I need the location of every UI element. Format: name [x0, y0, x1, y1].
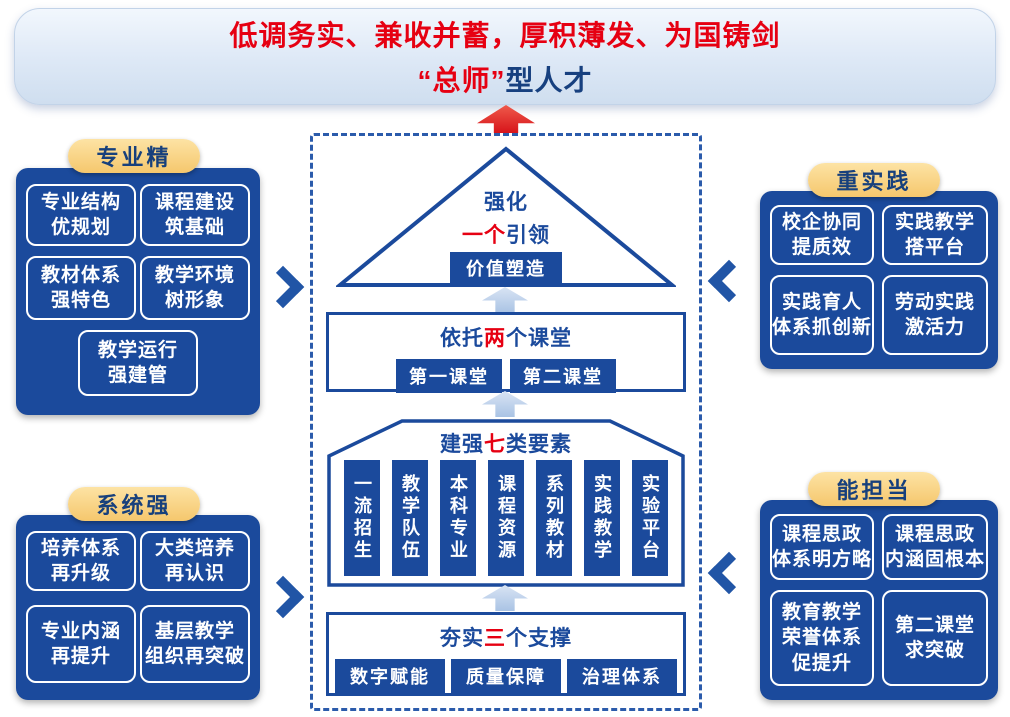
panel-item: 课程建设 筑基础: [140, 184, 250, 246]
group-label-xitongqiang: 系统强: [68, 487, 200, 521]
two-classrooms-title-pre: 依托: [440, 327, 484, 350]
group-label-nengdandang: 能担当: [808, 472, 940, 506]
two-classrooms-title-red: 两: [484, 327, 506, 350]
pyramid-subtitle: 一个引领: [462, 219, 550, 249]
panel-item: 校企协同 提质效: [770, 205, 874, 265]
chevron-right-icon: [261, 575, 305, 619]
panel-item: 实践育人 体系抓创新: [770, 275, 874, 355]
pyramid-shape: [334, 146, 678, 287]
panel-item: 课程思政 体系明方略: [770, 514, 874, 580]
panel-item: 课程思政 内涵固根本: [882, 514, 988, 580]
classroom-row: 第一课堂 第二课堂: [396, 359, 616, 393]
group-panel-xitongqiang: 培养体系 再升级 大类培养 再认识 专业内涵 再提升 基层教学 组织再突破: [16, 515, 260, 700]
classroom-box: 第一课堂: [396, 359, 502, 393]
panel-item: 劳动实践 激活力: [882, 275, 988, 355]
classroom-box: 第二课堂: [510, 359, 616, 393]
pyramid-subtitle-red: 一个: [462, 224, 506, 247]
element-bar: 实践教学: [584, 460, 620, 576]
element-bars: 一流招生 教学队伍 本科专业 课程资源 系列教材 实践教学 实验平台: [338, 460, 674, 576]
elements-title-pre: 建强: [440, 433, 484, 456]
supports-title-red: 三: [484, 627, 506, 650]
banner-subtitle: “总师”型人才: [417, 59, 592, 99]
chevron-right-icon: [261, 265, 305, 309]
panel-item: 第二课堂 求突破: [882, 590, 988, 686]
chevron-left-icon: [707, 259, 751, 303]
panel-item: 教材体系 强特色: [26, 256, 136, 320]
group-label-zhuanyejing: 专业精: [68, 139, 200, 173]
panel-item: 培养体系 再升级: [26, 531, 136, 591]
panel-item: 教学环境 树形象: [140, 256, 250, 320]
two-classrooms-title: 依托两个课堂: [440, 322, 572, 352]
banner-title: 低调务实、兼收并蓄，厚积薄发、为国铸剑: [229, 20, 781, 51]
panel-item: 基层教学 组织再突破: [140, 605, 250, 683]
pyramid-subtitle-dark: 引领: [506, 224, 550, 247]
supports-title-pre: 夯实: [440, 627, 484, 650]
level-two-classrooms: 依托两个课堂 第一课堂 第二课堂: [326, 312, 686, 393]
group-panel-zhuanyejing: 专业结构 优规划 课程建设 筑基础 教材体系 强特色 教学环境 树形象 教学运行…: [16, 168, 260, 415]
panel-item: 大类培养 再认识: [140, 531, 250, 591]
value-badge: 价值塑造: [450, 252, 562, 284]
panel-item: 教学运行 强建管: [78, 330, 198, 396]
element-bar: 实验平台: [632, 460, 668, 576]
banner-subtitle-dark: 型人才: [505, 65, 593, 96]
panel-item: 专业结构 优规划: [26, 184, 136, 246]
pyramid-level: [334, 146, 678, 288]
element-bar: 教学队伍: [392, 460, 428, 576]
banner: 低调务实、兼收并蓄，厚积薄发、为国铸剑 “总师”型人才: [14, 8, 996, 105]
elements-title: 建强七类要素: [326, 428, 686, 458]
banner-subtitle-red: “总师”: [417, 65, 506, 96]
support-box: 治理体系: [567, 659, 677, 693]
group-panel-zhongshijian: 校企协同 提质效 实践教学 搭平台 实践育人 体系抓创新 劳动实践 激活力: [760, 191, 998, 369]
panel-item: 专业内涵 再提升: [26, 605, 136, 683]
panel-item: 实践教学 搭平台: [882, 205, 988, 265]
element-bar: 一流招生: [344, 460, 380, 576]
support-box: 质量保障: [451, 659, 561, 693]
supports-title-post: 个支撑: [506, 627, 572, 650]
two-classrooms-title-post: 个课堂: [506, 327, 572, 350]
element-bar: 系列教材: [536, 460, 572, 576]
supports-title: 夯实三个支撑: [440, 622, 572, 652]
group-label-zhongshijian: 重实践: [808, 163, 940, 197]
supports-row: 数字赋能 质量保障 治理体系: [335, 659, 677, 693]
pyramid-title: 强化: [484, 191, 528, 214]
element-bar: 课程资源: [488, 460, 524, 576]
elements-title-red: 七: [484, 433, 506, 456]
chevron-left-icon: [707, 551, 751, 595]
panel-item: 教育教学 荣誉体系 促提升: [770, 590, 874, 686]
pyramid-content: 强化 一个引领 价值塑造: [336, 146, 676, 288]
support-box: 数字赋能: [335, 659, 445, 693]
level-three-supports: 夯实三个支撑 数字赋能 质量保障 治理体系: [326, 612, 686, 696]
element-bar: 本科专业: [440, 460, 476, 576]
group-panel-nengdandang: 课程思政 体系明方略 课程思政 内涵固根本 教育教学 荣誉体系 促提升 第二课堂…: [760, 500, 998, 700]
elements-title-post: 类要素: [506, 433, 572, 456]
